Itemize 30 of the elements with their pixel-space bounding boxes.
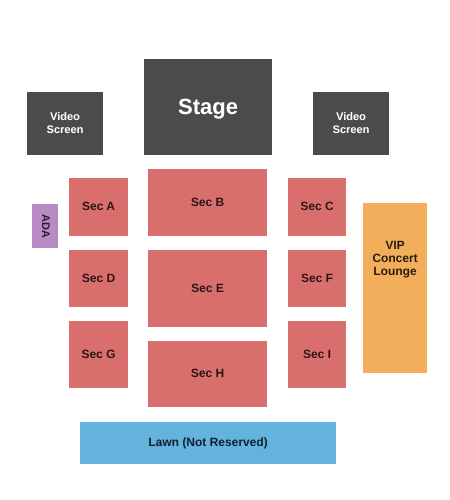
area-label: Sec C bbox=[300, 200, 334, 214]
lawn-area bbox=[80, 422, 336, 464]
area-label: ADA bbox=[38, 214, 52, 238]
seating-section bbox=[288, 321, 346, 388]
area-label: Sec F bbox=[300, 272, 333, 286]
seating-section bbox=[69, 321, 128, 388]
seating-section bbox=[148, 341, 267, 407]
stage-label: Stage bbox=[178, 94, 238, 120]
area-label: Sec H bbox=[190, 367, 224, 381]
area-label: Sec G bbox=[81, 348, 116, 362]
seating-section bbox=[148, 169, 267, 236]
area-label: Video Screen bbox=[332, 111, 370, 136]
area-label: Sec I bbox=[302, 348, 332, 362]
seating-section bbox=[288, 178, 346, 236]
area-label: Video Screen bbox=[46, 111, 84, 136]
seating-section bbox=[288, 250, 346, 307]
area-label: VIP Concert Lounge bbox=[371, 239, 419, 279]
seating-section bbox=[148, 250, 267, 327]
ada-area bbox=[32, 204, 58, 248]
area-label: Sec D bbox=[82, 272, 116, 286]
area-label: Sec A bbox=[82, 200, 115, 214]
video-screen-area bbox=[313, 92, 389, 155]
area-label: Lawn (Not Reserved) bbox=[148, 436, 268, 450]
area-label: Sec E bbox=[191, 282, 224, 296]
stage-area bbox=[144, 59, 272, 155]
seating-section bbox=[69, 178, 128, 236]
seating-section bbox=[69, 250, 128, 307]
video-screen-area bbox=[27, 92, 103, 155]
vip-lounge-area bbox=[363, 203, 427, 373]
area-label: Sec B bbox=[190, 196, 224, 210]
